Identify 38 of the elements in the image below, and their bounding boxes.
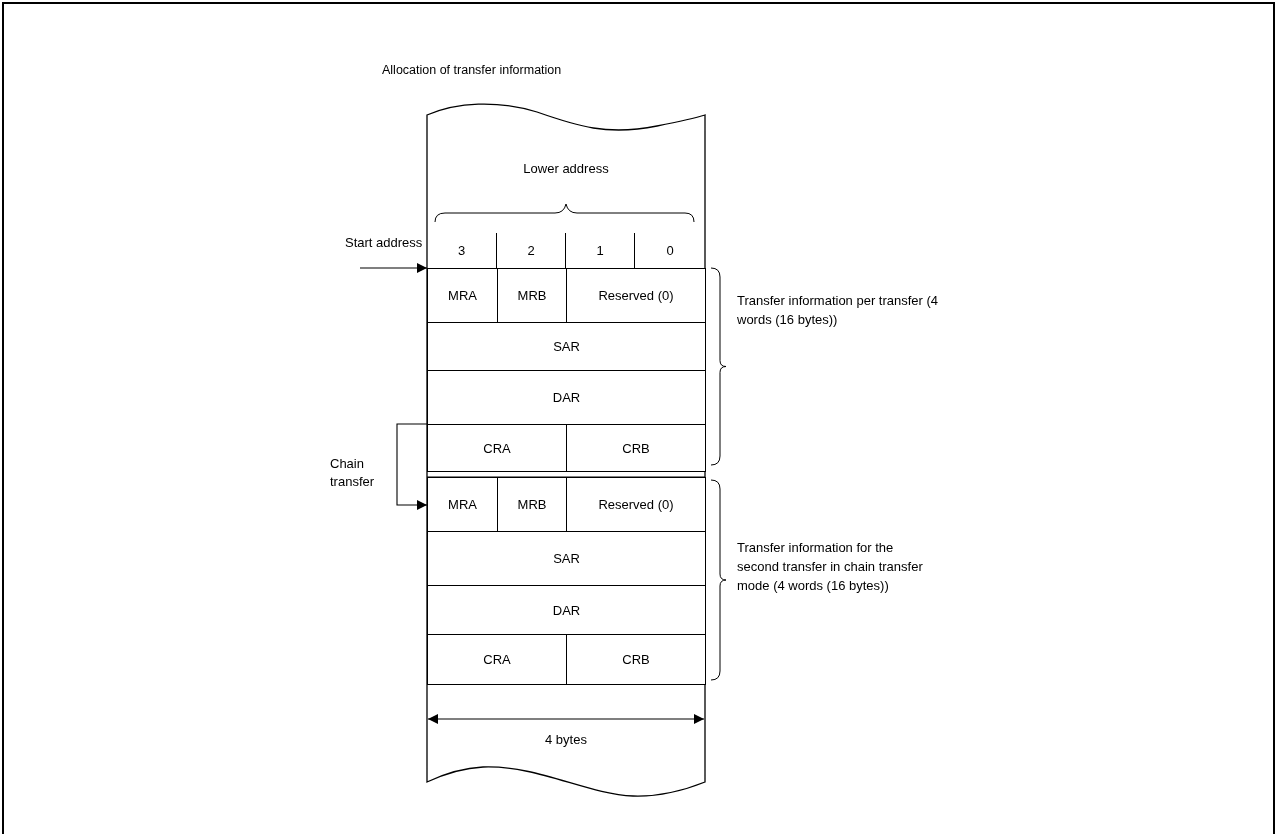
- register-label: CRB: [622, 440, 650, 456]
- register-label: DAR: [552, 602, 581, 618]
- arrow: [359, 263, 428, 273]
- register-cell: [566, 268, 706, 323]
- register-label: 2: [527, 243, 535, 258]
- register-label: MRB: [517, 288, 547, 303]
- register-label: CRA: [483, 652, 511, 667]
- register-cell: [427, 322, 706, 371]
- register-label: CRB: [622, 652, 650, 667]
- register-cell: [566, 634, 706, 685]
- register-cell: [427, 585, 706, 635]
- diagram-title: Allocation of transfer information: [382, 63, 562, 77]
- register-label: MRB: [517, 497, 547, 512]
- register-label: MRA: [448, 288, 477, 303]
- register-cell: [427, 477, 498, 532]
- register-cell: [566, 477, 706, 532]
- register-label: Reserved (0): [598, 288, 674, 303]
- start-address-label: Start address: [345, 235, 423, 250]
- register-label: Reserved (0): [598, 497, 674, 512]
- register-label: CRA: [483, 440, 511, 456]
- register-cell: [427, 634, 567, 685]
- register-label: MRA: [448, 497, 477, 512]
- register-label: SAR: [553, 339, 580, 354]
- section-note: Transfer information per transfer (4 words (16 bytes)): [737, 292, 940, 329]
- register-label: 3: [457, 243, 466, 258]
- register-cell: [427, 268, 498, 323]
- register-cell: [427, 531, 706, 586]
- register-label: 0: [666, 243, 674, 258]
- arrow: [396, 423, 428, 510]
- register-cell: [427, 370, 706, 425]
- address-label: Lower address: [522, 161, 610, 176]
- register-cell: [566, 424, 706, 472]
- section-note: Transfer information for the second transfer in chain transfer mode (4 words (16 bytes)): [737, 539, 924, 595]
- register-label: DAR: [552, 390, 581, 405]
- dimension-label: 4 bytes: [544, 732, 588, 747]
- register-cell: [427, 424, 567, 472]
- register-label: 1: [596, 243, 604, 258]
- register-label: SAR: [553, 551, 580, 566]
